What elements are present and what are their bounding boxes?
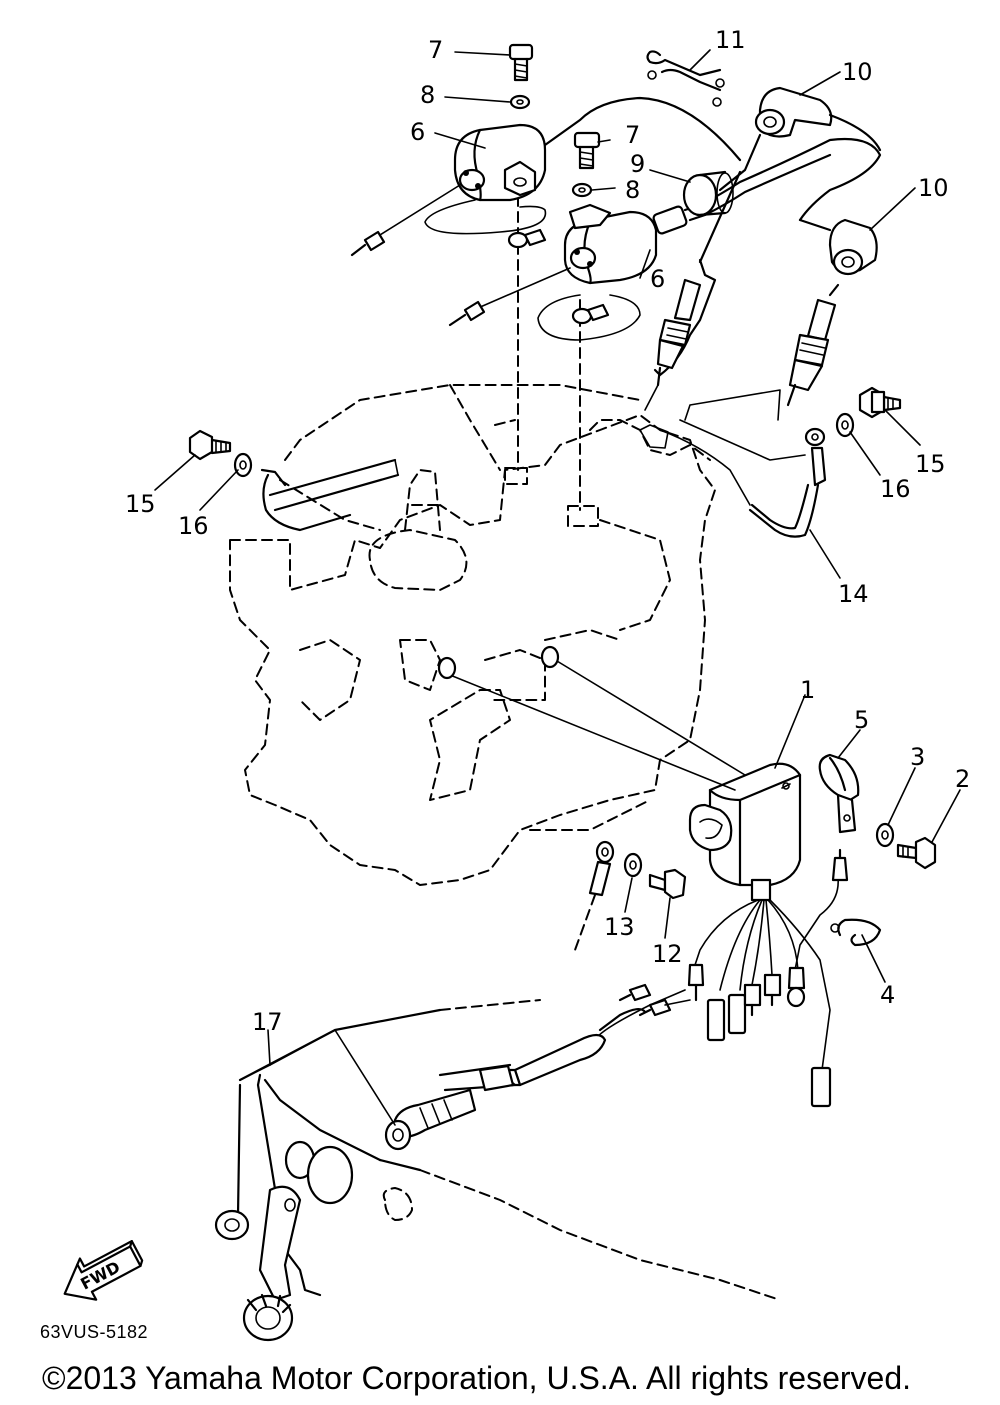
callout-11: 11 [715,26,746,54]
bolt-2 [896,836,937,870]
cdi-unit-1 [688,762,802,902]
callout-numbers: 7 8 6 11 10 7 9 8 10 6 15 16 15 16 14 1 … [125,26,970,1036]
ignition-coil-6b [563,137,882,285]
plug-guide-lines [644,384,806,461]
cdi-mount-lines [437,645,746,791]
spark-plug-right [786,283,840,407]
figure-code: 63VUS-5182 [40,1322,149,1342]
callout-leaders [154,49,961,1126]
washer-16-left [233,452,253,478]
callout-4: 4 [880,981,895,1009]
harness-tube [260,458,400,532]
fwd-arrow-icon: FWD [63,1239,144,1301]
callout-12: 12 [652,940,683,968]
spark-plug-left [653,170,742,387]
spark-plug-cap-10b [798,218,878,276]
callout-15a: 15 [125,490,156,518]
coil-lead-6a [350,184,461,257]
callout-14: 14 [838,580,869,608]
washer-8b [571,182,593,198]
callout-16b: 16 [880,475,911,503]
bolt-15-right [858,386,902,419]
harness-grommet [438,1008,647,1092]
bracket-5 [818,753,860,834]
ignition-coil-6a [453,96,742,202]
cdi-wire-harness [694,848,849,1071]
engine-block-outline [229,384,716,886]
callout-7b: 7 [625,121,640,149]
callout-1: 1 [800,676,815,704]
starter-pulley-boss [368,469,468,591]
lower-wire-leads [594,983,691,1041]
coil-lead-6b [448,267,571,327]
wire-clamp-11 [646,50,725,107]
ground-lead-14 [659,427,827,538]
grommet-9 [682,170,734,217]
washer-8a [509,94,531,110]
coil-mount-bosses [504,467,599,527]
callout-8b: 8 [625,176,640,204]
washer-16-right [835,412,855,438]
callout-16a: 16 [178,512,209,540]
bolt-15-left [188,429,232,461]
cylinder-head [589,419,711,461]
callout-6b: 6 [650,265,665,293]
callout-7a: 7 [428,36,443,64]
callout-8a: 8 [420,81,435,109]
callout-13: 13 [604,913,635,941]
clip-4 [830,918,882,947]
washer-13 [623,852,643,878]
assembly-guidelines [494,179,581,511]
bolt-12 [648,868,687,900]
callout-17: 17 [252,1008,283,1036]
cdi-connectors [687,963,832,1108]
bolt-7a [508,43,534,82]
spark-plug-cap-10a [718,86,882,192]
callout-2: 2 [955,765,970,793]
copyright-notice: ©2013 Yamaha Motor Corporation, U.S.A. A… [42,1360,912,1396]
callout-6a: 6 [410,118,425,146]
callout-10b: 10 [918,174,949,202]
ground-terminal-lower [574,840,615,951]
ground-lead-lower [537,294,641,341]
callout-5: 5 [854,706,869,734]
bolt-7b [573,131,601,170]
washer-3 [875,822,895,848]
harness-plug [384,1088,477,1151]
callout-9: 9 [630,150,645,178]
lower-bracket-17 [214,999,781,1342]
callout-3: 3 [910,743,925,771]
callout-10a: 10 [842,58,873,86]
callout-15b: 15 [915,450,946,478]
ground-lead-upper [424,199,547,249]
